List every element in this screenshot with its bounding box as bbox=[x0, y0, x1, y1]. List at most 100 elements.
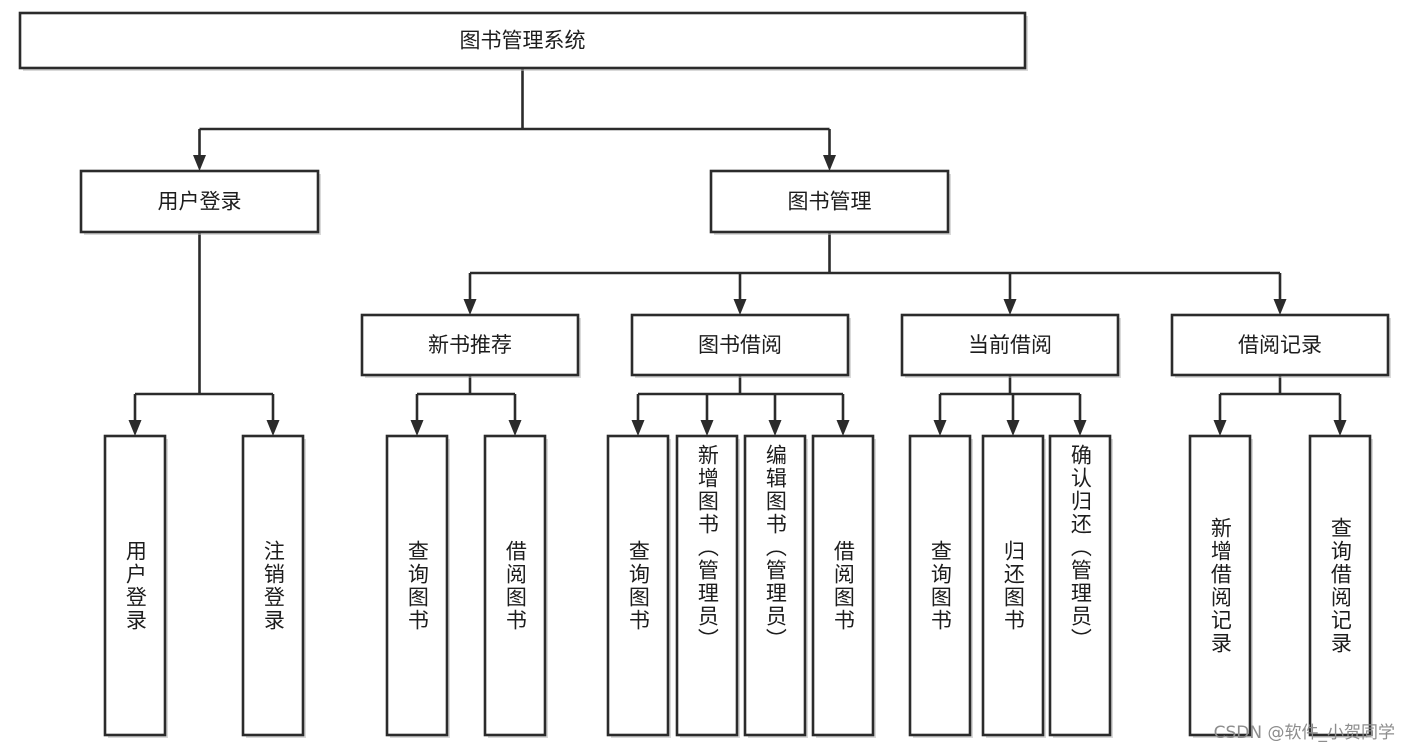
node-label-wrap-leaf-borrow-book: 借阅图书 bbox=[813, 436, 873, 735]
node-label-wrap-leaf-query-book-cur: 查询图书 bbox=[910, 436, 970, 735]
node-label-book-manage: 图书管理 bbox=[788, 190, 872, 214]
node-book-manage[interactable]: 图书管理 bbox=[709, 169, 951, 235]
node-leaf-user-logout[interactable] bbox=[241, 434, 306, 738]
node-current-borrow[interactable]: 当前借阅 bbox=[900, 313, 1121, 378]
arrow-head-leaf-query-borrow-record bbox=[1333, 420, 1347, 436]
node-rect-leaf-add-book-admin[interactable] bbox=[675, 434, 739, 737]
node-rect-leaf-query-borrow-record[interactable] bbox=[1308, 434, 1372, 737]
arrow-head-leaf-confirm-return-admin bbox=[1073, 420, 1087, 436]
edge-group-borrow-record bbox=[1213, 375, 1347, 436]
arrow-head-leaf-user-logout bbox=[266, 420, 280, 436]
edge-group-root bbox=[193, 68, 836, 171]
watermark-text: CSDN @软件_小贺同学 bbox=[1213, 723, 1395, 743]
node-label-leaf-confirm-return-admin: 确认归还（管理员） bbox=[1068, 444, 1093, 651]
edge-group-new-book-recommend bbox=[410, 375, 522, 436]
node-leaf-borrow-book[interactable] bbox=[811, 434, 876, 738]
arrow-head-leaf-edit-book-admin bbox=[768, 420, 782, 436]
node-label-wrap-leaf-query-borrow-record: 查询借阅记录 bbox=[1310, 436, 1370, 735]
edge-group-current-borrow bbox=[933, 375, 1087, 436]
node-rect-leaf-return-book[interactable] bbox=[981, 434, 1045, 737]
arrow-head-current-borrow bbox=[1003, 299, 1017, 315]
node-label-wrap-leaf-user-logout: 注销登录 bbox=[243, 436, 303, 735]
node-rect-borrow-record[interactable] bbox=[1170, 313, 1390, 377]
node-label-wrap-leaf-return-book: 归还图书 bbox=[983, 436, 1043, 735]
node-label-wrap-leaf-add-borrow-record: 新增借阅记录 bbox=[1190, 436, 1250, 735]
node-label-leaf-add-borrow-record: 新增借阅记录 bbox=[1208, 516, 1233, 655]
edge-group-user-login bbox=[128, 232, 280, 436]
node-rect-leaf-user-login[interactable] bbox=[103, 434, 167, 737]
node-label-wrap-leaf-query-book: 查询图书 bbox=[608, 436, 668, 735]
arrow-head-leaf-query-book bbox=[631, 420, 645, 436]
node-label-leaf-user-logout: 注销登录 bbox=[261, 539, 286, 632]
arrow-head-new-book-recommend bbox=[463, 299, 477, 315]
node-leaf-edit-book-admin[interactable] bbox=[743, 434, 808, 738]
arrow-head-leaf-add-borrow-record bbox=[1213, 420, 1227, 436]
node-label-wrap-leaf-query-book-rec: 查询图书 bbox=[387, 436, 447, 735]
node-label-wrap-leaf-add-book-admin: 新增图书（管理员） bbox=[677, 436, 737, 735]
node-rect-leaf-add-borrow-record[interactable] bbox=[1188, 434, 1252, 737]
node-rect-leaf-user-logout[interactable] bbox=[241, 434, 305, 737]
node-label-leaf-borrow-book: 借阅图书 bbox=[831, 539, 856, 632]
node-leaf-return-book[interactable] bbox=[981, 434, 1046, 738]
arrow-head-leaf-return-book bbox=[1006, 420, 1020, 436]
node-rect-leaf-borrow-book[interactable] bbox=[811, 434, 875, 737]
node-rect-book-borrow[interactable] bbox=[630, 313, 850, 377]
node-label-leaf-edit-book-admin: 编辑图书（管理员） bbox=[763, 444, 788, 651]
node-rect-leaf-query-book-rec[interactable] bbox=[385, 434, 449, 737]
arrow-head-leaf-user-login bbox=[128, 420, 142, 436]
node-label-leaf-query-book: 查询图书 bbox=[626, 539, 651, 632]
node-root[interactable]: 图书管理系统 bbox=[18, 11, 1028, 71]
node-label-wrap-leaf-confirm-return-admin: 确认归还（管理员） bbox=[1050, 436, 1110, 735]
node-label-leaf-query-book-rec: 查询图书 bbox=[405, 539, 430, 632]
node-borrow-record[interactable]: 借阅记录 bbox=[1170, 313, 1391, 378]
arrow-head-book-manage bbox=[823, 155, 836, 171]
arrow-head-leaf-query-book-rec bbox=[410, 420, 424, 436]
node-user-login[interactable]: 用户登录 bbox=[79, 169, 321, 235]
node-rect-leaf-query-book[interactable] bbox=[606, 434, 670, 737]
node-rect-book-manage[interactable] bbox=[709, 169, 950, 234]
node-leaf-query-book-cur[interactable] bbox=[908, 434, 973, 738]
node-leaf-query-book[interactable] bbox=[606, 434, 671, 738]
node-label-leaf-user-login: 用户登录 bbox=[123, 539, 148, 632]
node-label-leaf-query-borrow-record: 查询借阅记录 bbox=[1328, 516, 1353, 655]
node-new-book-recommend[interactable]: 新书推荐 bbox=[360, 313, 581, 378]
node-label-new-book-recommend: 新书推荐 bbox=[428, 333, 512, 357]
node-leaf-query-book-rec[interactable] bbox=[385, 434, 450, 738]
node-rect-leaf-edit-book-admin[interactable] bbox=[743, 434, 807, 737]
node-leaf-user-login[interactable] bbox=[103, 434, 168, 738]
node-leaf-add-borrow-record[interactable] bbox=[1188, 434, 1253, 738]
node-label-leaf-query-book-cur: 查询图书 bbox=[928, 539, 953, 632]
edge-group-book-manage bbox=[463, 232, 1287, 315]
arrow-head-borrow-record bbox=[1273, 299, 1287, 315]
node-label-root: 图书管理系统 bbox=[460, 29, 586, 53]
edge-group-book-borrow bbox=[631, 375, 850, 436]
node-label-leaf-add-book-admin: 新增图书（管理员） bbox=[695, 444, 720, 651]
node-leaf-add-book-admin[interactable] bbox=[675, 434, 740, 738]
node-rect-leaf-query-book-cur[interactable] bbox=[908, 434, 972, 737]
arrow-head-leaf-query-book-cur bbox=[933, 420, 947, 436]
node-rect-leaf-confirm-return-admin[interactable] bbox=[1048, 434, 1112, 737]
arrow-head-book-borrow bbox=[733, 299, 747, 315]
node-book-borrow[interactable]: 图书借阅 bbox=[630, 313, 851, 378]
node-label-leaf-borrow-book-rec: 借阅图书 bbox=[503, 539, 528, 632]
arrow-head-leaf-borrow-book bbox=[836, 420, 850, 436]
node-rect-current-borrow[interactable] bbox=[900, 313, 1120, 377]
node-leaf-query-borrow-record[interactable] bbox=[1308, 434, 1373, 738]
node-leaf-borrow-book-rec[interactable] bbox=[483, 434, 548, 738]
node-label-current-borrow: 当前借阅 bbox=[968, 333, 1052, 357]
node-label-wrap-leaf-borrow-book-rec: 借阅图书 bbox=[485, 436, 545, 735]
node-label-wrap-leaf-user-login: 用户登录 bbox=[105, 436, 165, 735]
node-rect-leaf-borrow-book-rec[interactable] bbox=[483, 434, 547, 737]
node-rect-user-login[interactable] bbox=[79, 169, 320, 234]
node-label-book-borrow: 图书借阅 bbox=[698, 333, 782, 357]
node-rect-new-book-recommend[interactable] bbox=[360, 313, 580, 377]
node-leaf-confirm-return-admin[interactable] bbox=[1048, 434, 1113, 738]
node-label-leaf-return-book: 归还图书 bbox=[1001, 539, 1026, 632]
node-label-user-login: 用户登录 bbox=[158, 190, 242, 214]
arrow-head-leaf-borrow-book-rec bbox=[508, 420, 522, 436]
node-label-wrap-leaf-edit-book-admin: 编辑图书（管理员） bbox=[745, 436, 805, 735]
node-rect-root[interactable] bbox=[18, 11, 1027, 70]
arrow-head-user-login bbox=[193, 155, 206, 171]
